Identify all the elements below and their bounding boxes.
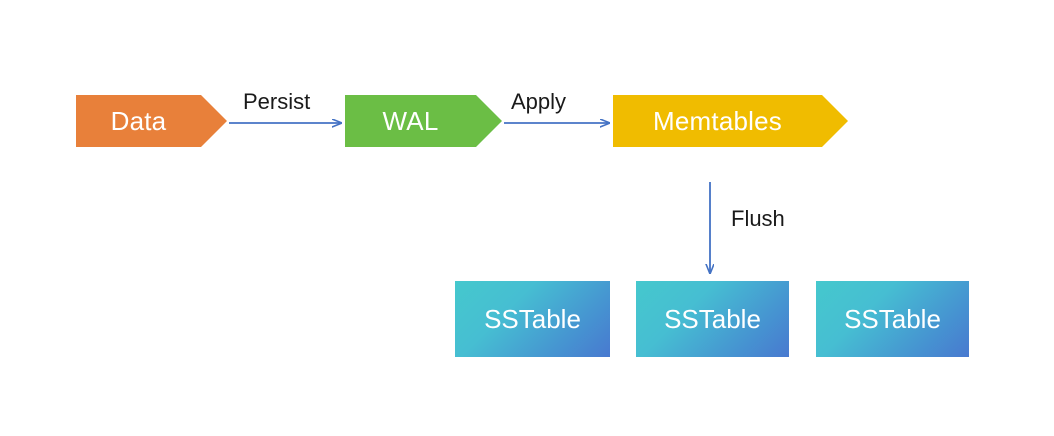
pentagon-shape-memtables (613, 95, 848, 147)
node-sstable-2-label: SSTable (664, 304, 761, 334)
node-sstable-2[interactable]: SSTable (636, 281, 789, 357)
node-sstable-3-label: SSTable (844, 304, 941, 334)
node-sstable-1-label: SSTable (484, 304, 581, 334)
edge-label-persist: Persist (243, 89, 311, 114)
node-wal[interactable]: WAL (345, 95, 502, 147)
node-sstable-3[interactable]: SSTable (816, 281, 969, 357)
node-memtables[interactable]: Memtables (613, 95, 848, 147)
node-sstable-1[interactable]: SSTable (455, 281, 610, 357)
edge-label-flush: Flush (731, 206, 785, 231)
edge-label-apply: Apply (511, 89, 567, 114)
node-wal-label: WAL (382, 106, 439, 136)
pentagon-shape-wal (345, 95, 502, 147)
node-memtables-label: Memtables (653, 106, 782, 136)
pentagon-shape-data (76, 95, 227, 147)
node-data-label: Data (110, 106, 167, 136)
node-data[interactable]: Data (76, 95, 227, 147)
